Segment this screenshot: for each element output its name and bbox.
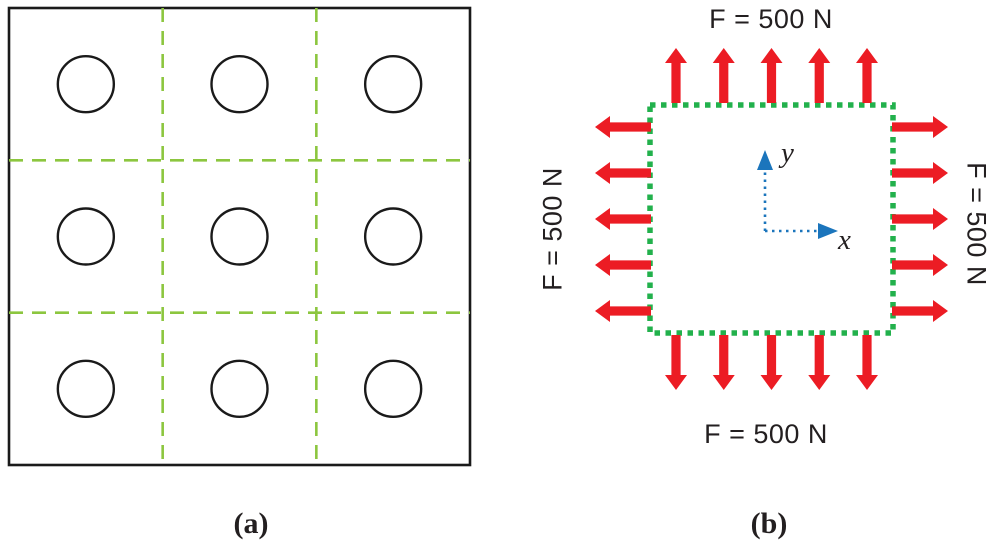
force-arrow [892, 208, 948, 230]
hole-circle [363, 54, 423, 114]
force-arrow [760, 48, 783, 103]
force-arrow [595, 254, 651, 276]
panel-b-label: (b) [750, 507, 788, 540]
force-arrow [760, 335, 783, 390]
force-label-top: F = 500 N [709, 4, 833, 34]
hole-circle [56, 359, 116, 419]
hole-circle [210, 359, 269, 419]
hole-circle [363, 359, 423, 419]
force-arrow [665, 335, 687, 390]
hole-circle [210, 207, 269, 266]
force-arrow [892, 116, 948, 138]
y-axis-arrowhead [757, 150, 773, 170]
force-arrow [856, 335, 878, 390]
hole-circle [210, 54, 269, 114]
force-arrow [892, 254, 948, 276]
force-arrow [595, 300, 651, 322]
force-arrow [595, 116, 651, 138]
force-label-bottom: F = 500 N [704, 419, 828, 449]
hole-circle [363, 207, 423, 266]
y-axis-label: y [781, 137, 794, 169]
force-arrow [712, 48, 735, 103]
x-axis-arrowhead [818, 223, 838, 239]
unit-cell-border [647, 102, 896, 336]
force-arrow [808, 335, 831, 390]
force-arrow [808, 48, 831, 103]
force-arrow [892, 162, 948, 184]
force-arrow [595, 208, 651, 230]
hole-circle [56, 207, 116, 266]
hole-circle [56, 54, 116, 114]
plate-outline [7, 6, 472, 467]
force-arrow [712, 335, 735, 390]
force-arrow [595, 162, 651, 184]
panel-a-label: (a) [233, 507, 269, 540]
force-arrow [892, 300, 948, 322]
force-arrow [665, 48, 687, 103]
force-label-right: F = 500 N [961, 162, 992, 286]
force-arrow [856, 48, 878, 103]
force-label-left: F = 500 N [537, 167, 568, 291]
x-axis-label: x [838, 224, 851, 256]
